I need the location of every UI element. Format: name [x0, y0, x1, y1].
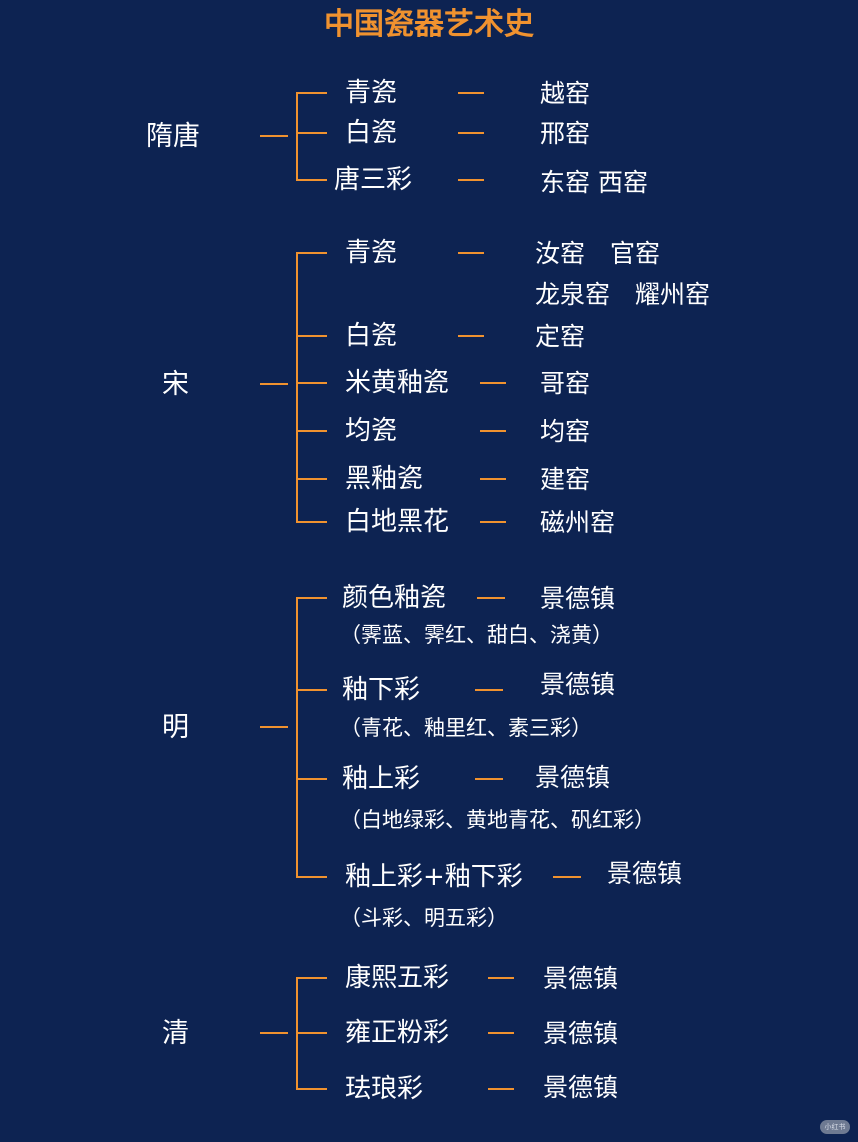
bracket-branch — [297, 478, 327, 480]
bracket-branch — [297, 179, 327, 181]
kiln-label: 越窑 — [540, 78, 591, 108]
kiln-connector — [458, 132, 484, 134]
kiln-label: 景德镇 — [543, 1072, 619, 1102]
category-label: 均瓷 — [345, 416, 398, 446]
watermark-badge: 小红书 — [820, 1120, 850, 1134]
kiln-label: 邢窑 — [540, 118, 591, 148]
kiln-label: 景德镇 — [543, 1018, 619, 1048]
category-note: （斗彩、明五彩） — [340, 905, 508, 930]
page-title: 中国瓷器艺术史 — [324, 7, 534, 42]
kiln-connector — [458, 92, 484, 94]
category-note: （青花、釉里红、素三彩） — [340, 715, 592, 740]
dynasty-connector — [260, 135, 288, 137]
kiln-connector — [480, 382, 506, 384]
category-label: 米黄釉瓷 — [345, 368, 450, 398]
bracket-branch — [297, 335, 327, 337]
dynasty-label: 宋 — [162, 368, 189, 400]
category-note: （霁蓝、霁红、甜白、浇黄） — [340, 622, 613, 647]
dynasty-connector — [260, 726, 288, 728]
kiln-label: 景德镇 — [607, 858, 683, 888]
kiln-label: 均窑 — [540, 416, 591, 446]
category-label: 青瓷 — [345, 78, 398, 108]
bracket-branch — [297, 382, 327, 384]
bracket-branch — [297, 430, 327, 432]
category-label: 珐琅彩 — [345, 1074, 424, 1104]
bracket-trunk — [296, 92, 298, 181]
dynasty-label: 隋唐 — [146, 120, 200, 152]
category-label: 康熙五彩 — [345, 963, 450, 993]
kiln-connector — [475, 689, 503, 691]
category-label: 白瓷 — [345, 118, 398, 148]
bracket-trunk — [296, 597, 298, 878]
kiln-label: 哥窑 — [540, 368, 591, 398]
kiln-connector — [488, 1088, 514, 1090]
kiln-connector — [458, 179, 484, 181]
kiln-label: 东窑 西窑 — [540, 167, 648, 197]
dynasty-label: 清 — [162, 1017, 189, 1049]
category-label: 白地黑花 — [345, 507, 450, 537]
kiln-label: 建窑 — [540, 464, 591, 494]
bracket-trunk — [296, 252, 298, 523]
category-label: 唐三彩 — [334, 165, 413, 195]
category-label: 雍正粉彩 — [345, 1018, 450, 1048]
bracket-branch — [297, 977, 327, 979]
bracket-branch — [297, 252, 327, 254]
bracket-branch — [297, 521, 327, 523]
kiln-connector — [475, 778, 503, 780]
bracket-branch — [297, 1088, 327, 1090]
kiln-label: 景德镇 — [540, 669, 616, 699]
bracket-branch — [297, 132, 327, 134]
kiln-connector — [480, 521, 506, 523]
dynasty-label: 明 — [162, 711, 189, 743]
kiln-connector — [488, 977, 514, 979]
kiln-label: 景德镇 — [543, 963, 619, 993]
category-label: 釉下彩 — [342, 675, 421, 705]
kiln-label: 汝窑 官窑 — [535, 238, 661, 268]
category-note: （白地绿彩、黄地青花、矾红彩） — [340, 807, 655, 832]
bracket-branch — [297, 1032, 327, 1034]
category-label: 青瓷 — [345, 238, 398, 268]
kiln-label: 龙泉窑 耀州窑 — [535, 279, 711, 309]
category-label: 白瓷 — [345, 321, 398, 351]
kiln-connector — [480, 430, 506, 432]
bracket-branch — [297, 876, 327, 878]
kiln-connector — [480, 478, 506, 480]
kiln-label: 磁州窑 — [540, 507, 616, 537]
kiln-label: 景德镇 — [535, 762, 611, 792]
bracket-branch — [297, 689, 327, 691]
bracket-branch — [297, 778, 327, 780]
kiln-connector — [477, 597, 505, 599]
kiln-label: 定窑 — [535, 321, 586, 351]
category-label: 釉上彩+釉下彩 — [345, 862, 523, 892]
category-label: 釉上彩 — [342, 764, 421, 794]
bracket-branch — [297, 92, 327, 94]
category-label: 颜色釉瓷 — [342, 583, 447, 613]
bracket-branch — [297, 597, 327, 599]
kiln-connector — [553, 876, 581, 878]
kiln-connector — [488, 1032, 514, 1034]
kiln-label: 景德镇 — [540, 583, 616, 613]
category-label: 黑釉瓷 — [345, 464, 424, 494]
dynasty-connector — [260, 1032, 288, 1034]
kiln-connector — [458, 252, 484, 254]
dynasty-connector — [260, 383, 288, 385]
kiln-connector — [458, 335, 484, 337]
